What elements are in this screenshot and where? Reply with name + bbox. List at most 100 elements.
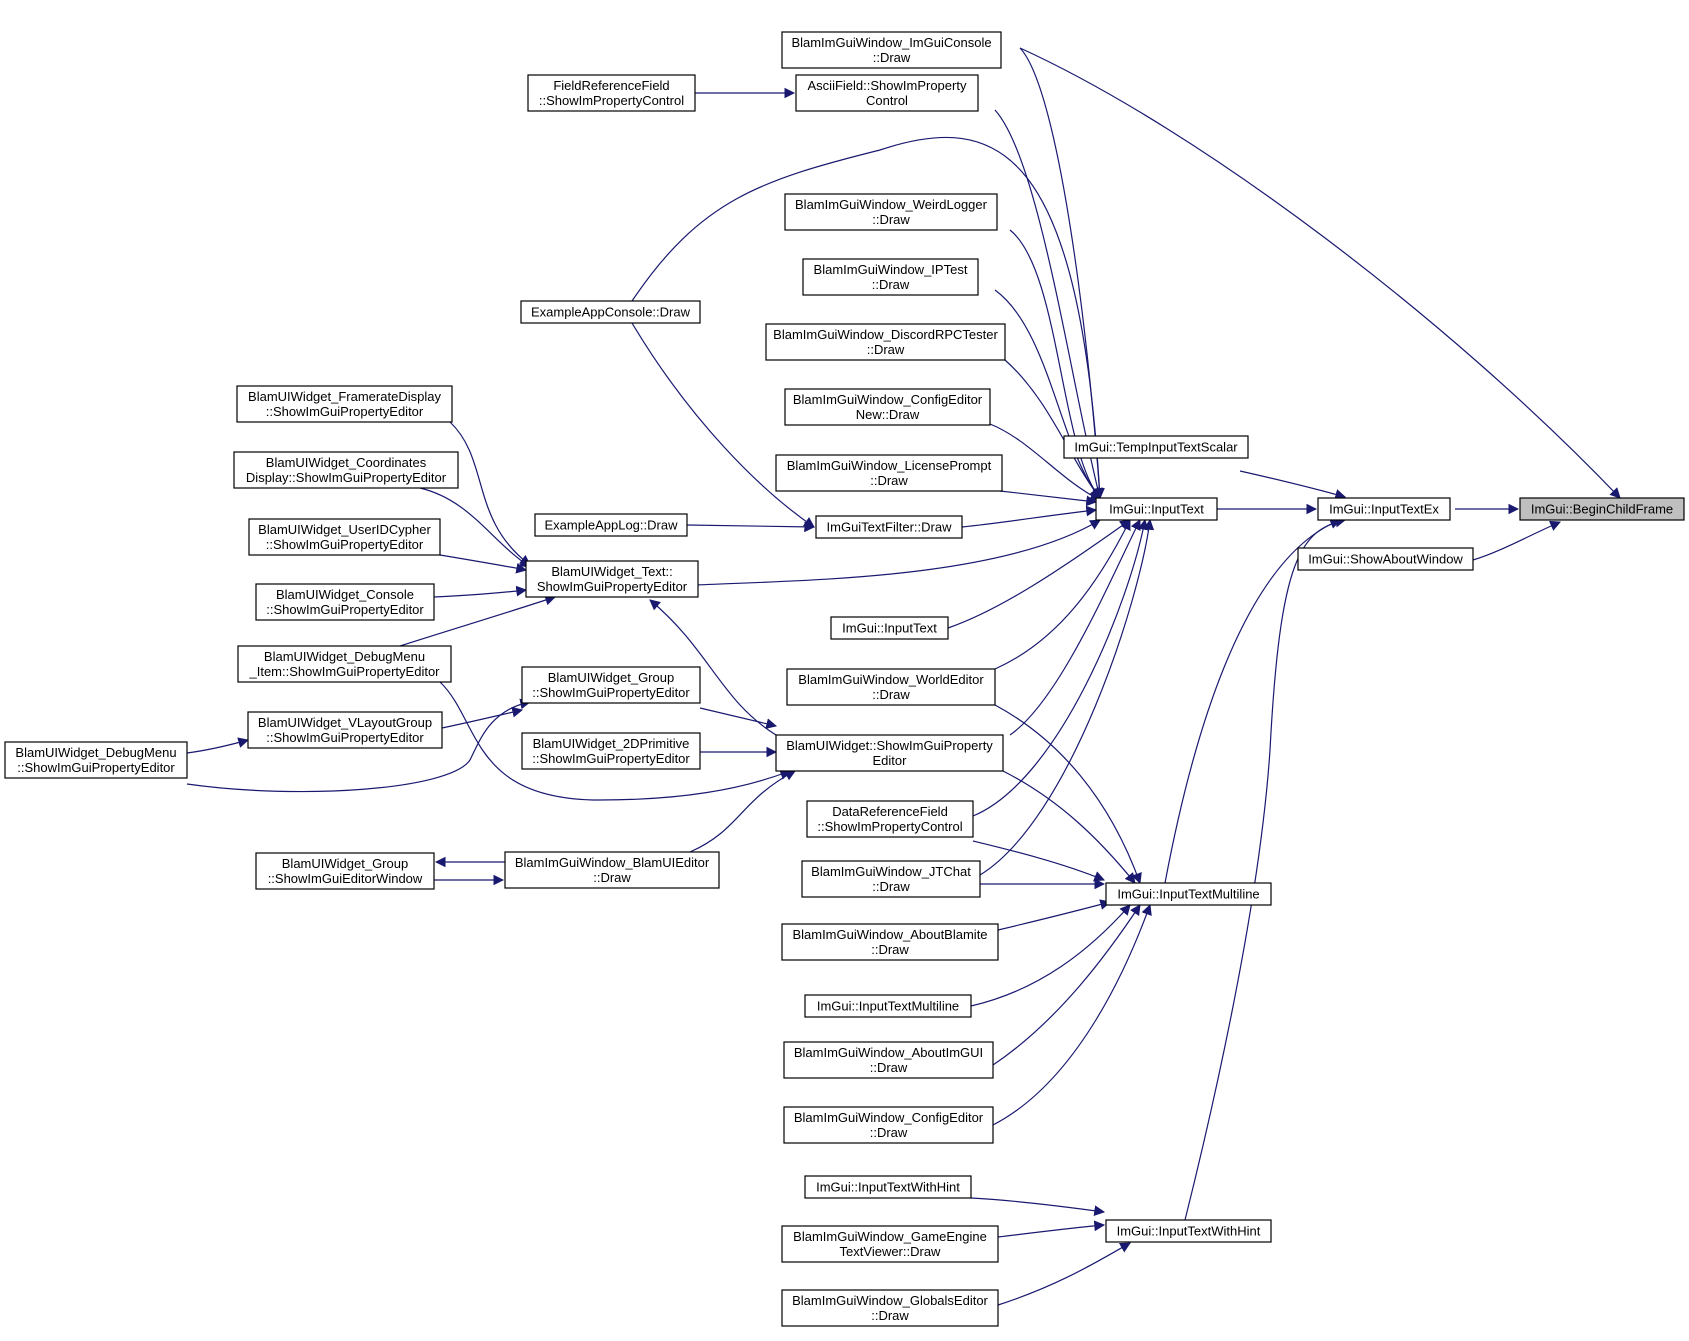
node-input-text-multiline-overload[interactable]: ImGui::InputTextMultiline	[804, 994, 972, 1018]
node-discord-rpc[interactable]: BlamImGuiWindow_DiscordRPCTester::Draw	[765, 323, 1006, 361]
node-label: BlamImGuiWindow_ConfigEditor	[793, 392, 983, 407]
node-data-reference-field[interactable]: DataReferenceField::ShowImPropertyContro…	[806, 800, 974, 838]
node-primitive-2d[interactable]: BlamUIWidget_2DPrimitive::ShowImGuiPrope…	[521, 732, 701, 770]
node-box	[786, 668, 996, 706]
node-input-text[interactable]: ImGui::InputText	[1095, 497, 1218, 521]
edge-input-text-with-hint-to-input-text-ex	[1184, 516, 1347, 1221]
node-label: BlamImGuiWindow_WeirdLogger	[795, 197, 988, 212]
node-input-text-multiline[interactable]: ImGui::InputTextMultiline	[1105, 882, 1272, 906]
node-label: Editor	[873, 753, 908, 768]
node-label: ::ShowImGuiPropertyEditor	[532, 685, 690, 700]
node-label: ::Draw	[870, 473, 908, 488]
node-box	[783, 1106, 994, 1144]
node-box	[775, 734, 1004, 772]
node-label: BlamImGuiWindow_BlamUIEditor	[515, 855, 710, 870]
edge-weird-logger-to-input-text	[1009, 229, 1101, 499]
edge-debug-menu-item-to-widget-show-property	[439, 681, 792, 801]
node-ip-test[interactable]: BlamImGuiWindow_IPTest::Draw	[802, 258, 979, 296]
edge-debug-menu-item-to-widget-text	[399, 594, 557, 647]
node-box	[783, 1041, 994, 1079]
edge-imgui-console-draw-to-input-text	[1019, 47, 1105, 500]
node-box	[520, 300, 701, 324]
node-label: BlamUIWidget_VLayoutGroup	[258, 715, 432, 730]
node-example-app-log[interactable]: ExampleAppLog::Draw	[534, 513, 688, 537]
node-example-app-console[interactable]: ExampleAppConsole::Draw	[520, 300, 701, 324]
node-begin-child-frame[interactable]: ImGui::BeginChildFrame	[1519, 497, 1685, 521]
node-box	[525, 560, 699, 598]
node-label: _Item::ShowImGuiPropertyEditor	[248, 664, 440, 679]
node-widget-text[interactable]: BlamUIWidget_Text::ShowImGuiPropertyEdit…	[525, 560, 699, 598]
node-label: ::Draw	[870, 1125, 908, 1140]
node-userid-cypher[interactable]: BlamUIWidget_UserIDCypher::ShowImGuiProp…	[248, 518, 441, 556]
edge-config-editor-new-to-input-text	[989, 423, 1101, 501]
node-label: ::ShowImPropertyControl	[817, 819, 962, 834]
edges-layer	[186, 47, 1621, 1306]
edge-discord-rpc-to-input-text	[1004, 359, 1101, 499]
node-input-text-ex[interactable]: ImGui::InputTextEx	[1317, 497, 1451, 521]
node-box	[1063, 435, 1249, 459]
edge-widget-text-to-input-text	[696, 519, 1101, 586]
node-label: ImGui::TempInputTextScalar	[1074, 440, 1238, 455]
node-group-editor-window[interactable]: BlamUIWidget_Group::ShowImGuiEditorWindo…	[255, 852, 435, 890]
node-label: BlamUIWidget_2DPrimitive	[533, 736, 690, 751]
node-field-reference-field[interactable]: FieldReferenceField::ShowImPropertyContr…	[527, 74, 696, 112]
edge-jt-chat-to-input-text	[979, 518, 1155, 876]
node-box	[521, 732, 701, 770]
node-about-imgui[interactable]: BlamImGuiWindow_AboutImGUI::Draw	[783, 1041, 994, 1079]
node-box	[236, 385, 453, 423]
node-globals-editor[interactable]: BlamImGuiWindow_GlobalsEditor::Draw	[781, 1289, 999, 1327]
node-input-text-with-hint-overload[interactable]: ImGui::InputTextWithHint	[804, 1175, 972, 1199]
node-ascii-field[interactable]: AsciiField::ShowImPropertyControl	[795, 74, 979, 112]
edge-widget-console-to-widget-text	[433, 585, 528, 598]
node-label: ImGui::InputTextWithHint	[1117, 1224, 1261, 1239]
node-jt-chat[interactable]: BlamImGuiWindow_JTChat::Draw	[801, 860, 981, 898]
node-input-text-with-hint[interactable]: ImGui::InputTextWithHint	[1105, 1219, 1272, 1243]
node-about-blamite[interactable]: BlamImGuiWindow_AboutBlamite::Draw	[781, 923, 999, 961]
node-show-about-window[interactable]: ImGui::ShowAboutWindow	[1297, 547, 1474, 571]
edge-show-about-window-to-begin-child-frame	[1472, 520, 1561, 561]
edge-world-editor-to-input-text-multiline	[994, 704, 1142, 885]
node-input-text-overload[interactable]: ImGui::InputText	[830, 616, 949, 640]
node-config-editor[interactable]: BlamImGuiWindow_ConfigEditor::Draw	[783, 1106, 994, 1144]
node-world-editor[interactable]: BlamImGuiWindow_WorldEditor::Draw	[786, 668, 996, 706]
node-debug-menu-item[interactable]: BlamUIWidget_DebugMenu_Item::ShowImGuiPr…	[237, 645, 452, 683]
node-blam-ui-editor[interactable]: BlamImGuiWindow_BlamUIEditor::Draw	[504, 851, 720, 889]
node-debug-menu[interactable]: BlamUIWidget_DebugMenu::ShowImGuiPropert…	[4, 741, 188, 779]
node-box	[1105, 1219, 1272, 1243]
node-widget-console[interactable]: BlamUIWidget_Console::ShowImGuiPropertyE…	[255, 583, 435, 621]
node-widget-group[interactable]: BlamUIWidget_Group::ShowImGuiPropertyEdi…	[521, 666, 701, 704]
node-label: BlamUIWidget_Coordinates	[266, 455, 427, 470]
node-box	[247, 711, 443, 749]
node-label: New::Draw	[856, 407, 920, 422]
edge-vlayout-group-to-widget-group	[441, 706, 524, 729]
node-widget-show-property[interactable]: BlamUIWidget::ShowImGuiPropertyEditor	[775, 734, 1004, 772]
node-label: BlamUIWidget_DebugMenu	[15, 745, 176, 760]
edge-blam-ui-editor-to-widget-show-property	[689, 770, 796, 853]
node-box	[255, 583, 435, 621]
node-box	[775, 454, 1003, 492]
node-label: BlamImGuiWindow_IPTest	[814, 262, 968, 277]
node-box	[1317, 497, 1451, 521]
node-coordinates-display[interactable]: BlamUIWidget_CoordinatesDisplay::ShowImG…	[233, 451, 459, 489]
edge-example-app-log-to-imgui-text-filter	[686, 521, 816, 533]
node-game-engine-text-viewer[interactable]: BlamImGuiWindow_GameEngineTextViewer::Dr…	[781, 1225, 999, 1263]
node-label: ImGuiTextFilter::Draw	[827, 520, 953, 535]
node-imgui-text-filter[interactable]: ImGuiTextFilter::Draw	[815, 515, 963, 539]
node-label: BlamImGuiWindow_JTChat	[811, 864, 971, 879]
node-label: BlamImGuiWindow_AboutImGUI	[794, 1045, 983, 1060]
node-box	[4, 741, 188, 779]
node-framerate-display[interactable]: BlamUIWidget_FramerateDisplay::ShowImGui…	[236, 385, 453, 423]
node-vlayout-group[interactable]: BlamUIWidget_VLayoutGroup::ShowImGuiProp…	[247, 711, 443, 749]
node-imgui-console-draw[interactable]: BlamImGuiWindow_ImGuiConsole::Draw	[781, 31, 1002, 69]
node-license-prompt[interactable]: BlamImGuiWindow_LicensePrompt::Draw	[775, 454, 1003, 492]
node-label: ::Draw	[873, 50, 911, 65]
node-label: Control	[866, 93, 908, 108]
edge-example-app-console-to-imgui-text-filter	[631, 322, 815, 528]
node-label: ImGui::InputTextWithHint	[816, 1180, 960, 1195]
node-label: ImGui::InputText	[842, 621, 937, 636]
node-temp-input-text-scalar[interactable]: ImGui::TempInputTextScalar	[1063, 435, 1249, 459]
edge-input-text-multiline-overload-to-input-text-multiline	[970, 904, 1131, 1007]
node-label: ImGui::InputTextMultiline	[1117, 887, 1259, 902]
node-weird-logger[interactable]: BlamImGuiWindow_WeirdLogger::Draw	[784, 193, 998, 231]
